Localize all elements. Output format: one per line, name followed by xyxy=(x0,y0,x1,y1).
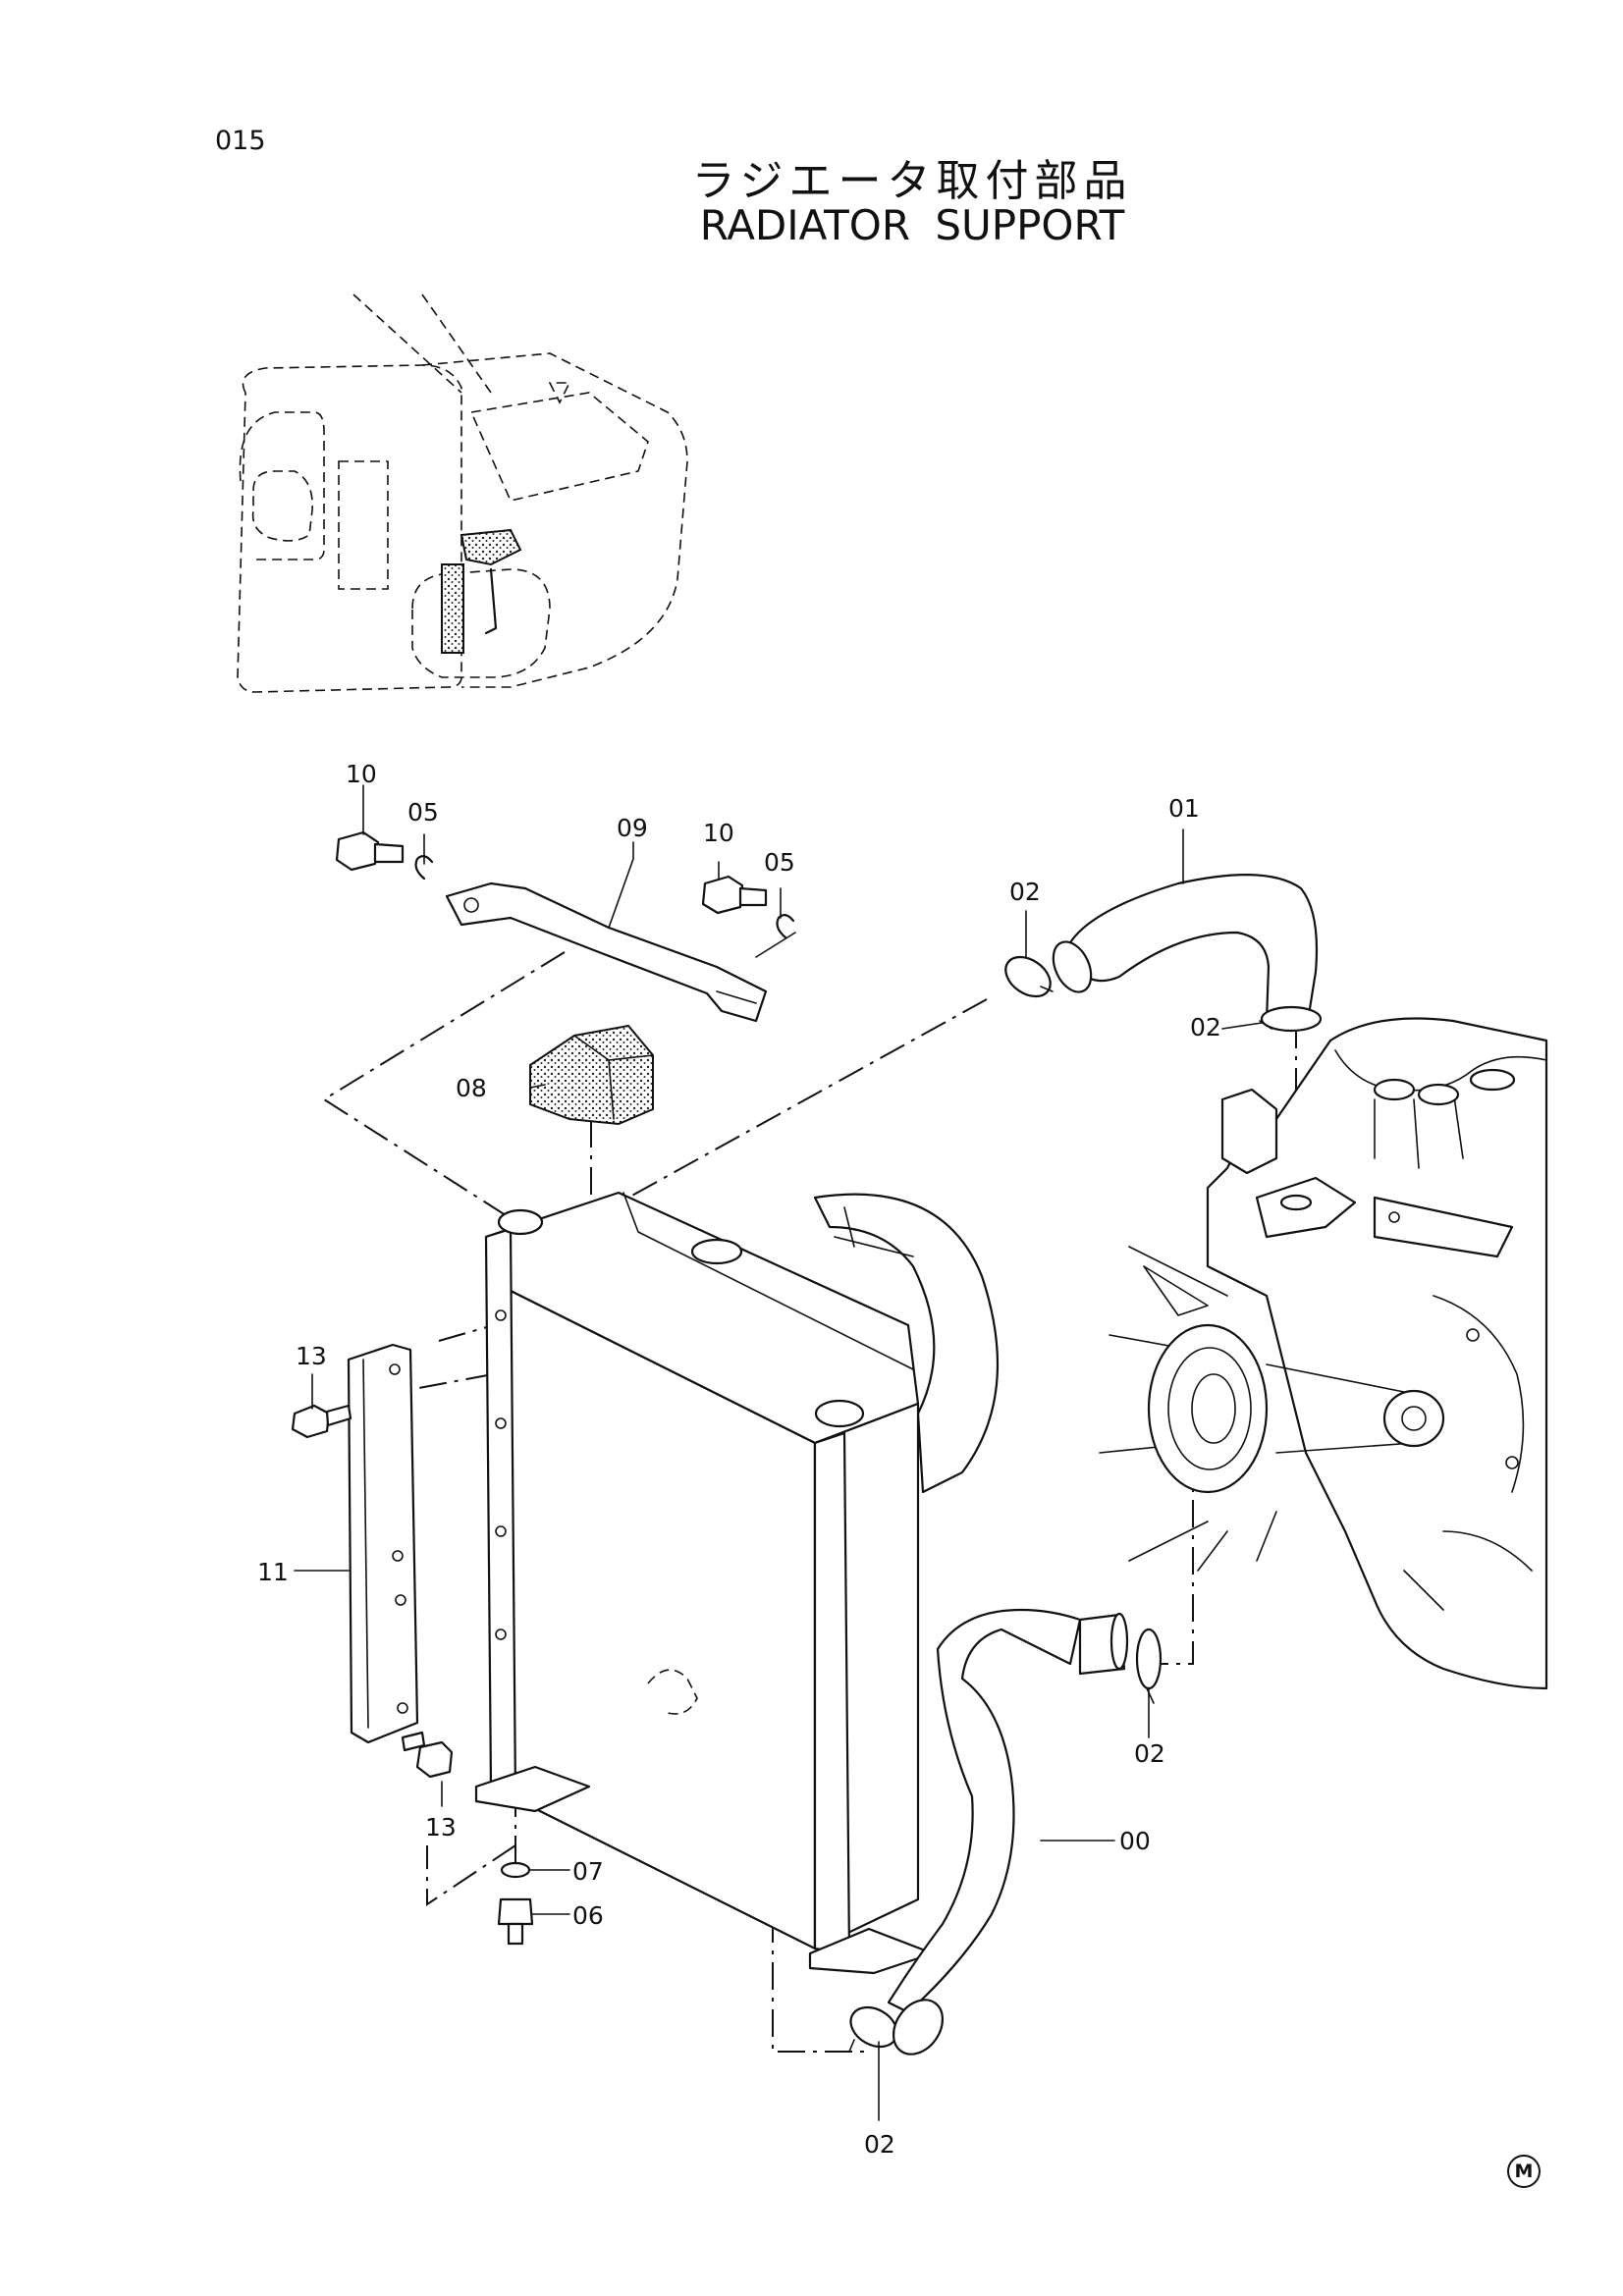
callout-05-right: 05 xyxy=(764,848,795,877)
callout-01: 01 xyxy=(1168,794,1200,823)
title-japanese: ラジエータ取付部品 xyxy=(691,156,1133,206)
stay-bar-part-09 xyxy=(445,881,768,1023)
bolt-13-lower xyxy=(401,1731,454,1779)
callout-08: 08 xyxy=(456,1074,487,1102)
callout-00: 00 xyxy=(1119,1827,1151,1855)
lower-hose-part-00 xyxy=(887,1608,1129,2056)
callout-10-left: 10 xyxy=(346,760,377,788)
washer-05-right xyxy=(776,914,795,939)
upper-hose-part-01 xyxy=(1052,874,1319,1028)
bolt-10-left xyxy=(335,830,405,872)
cushion-part-08 xyxy=(529,1024,654,1126)
bolt-10-right xyxy=(701,875,768,915)
bracket-part-11 xyxy=(347,1343,419,1744)
callout-02-bottom: 02 xyxy=(864,2130,895,2159)
excavator-overview-illustration xyxy=(237,294,688,693)
callout-labels: 10 05 09 10 05 01 02 02 08 13 11 13 07 0… xyxy=(257,760,1221,2159)
callout-13-upper: 13 xyxy=(296,1342,327,1370)
callout-13-lower: 13 xyxy=(425,1813,457,1842)
callout-02-upper-left: 02 xyxy=(1009,878,1041,906)
callout-leaders xyxy=(294,784,1263,2121)
radiator-assembly xyxy=(474,1191,1000,1975)
page-number: 015 xyxy=(215,126,266,156)
callout-06: 06 xyxy=(572,1901,604,1930)
callout-05-left: 05 xyxy=(407,798,439,827)
bolt-13-upper xyxy=(291,1404,352,1439)
hose-clamp-02-upper-right xyxy=(1259,1005,1323,1033)
callout-10-right: 10 xyxy=(703,819,734,847)
bolt-part-06 xyxy=(497,1897,534,1946)
callout-02-upper-right: 02 xyxy=(1190,1013,1221,1041)
callout-07: 07 xyxy=(572,1857,604,1886)
manufacturer-mark-icon: M xyxy=(1507,2155,1541,2188)
callout-11: 11 xyxy=(257,1558,289,1586)
washer-05-left xyxy=(414,855,434,881)
washer-part-07 xyxy=(500,1861,531,1879)
title-english: RADIATOR SUPPORT xyxy=(699,201,1125,249)
hose-clamp-02-upper-left xyxy=(1004,955,1054,998)
engine-illustration xyxy=(1099,1017,1548,1690)
callout-09: 09 xyxy=(617,814,648,842)
callout-02-middle: 02 xyxy=(1134,1739,1165,1768)
